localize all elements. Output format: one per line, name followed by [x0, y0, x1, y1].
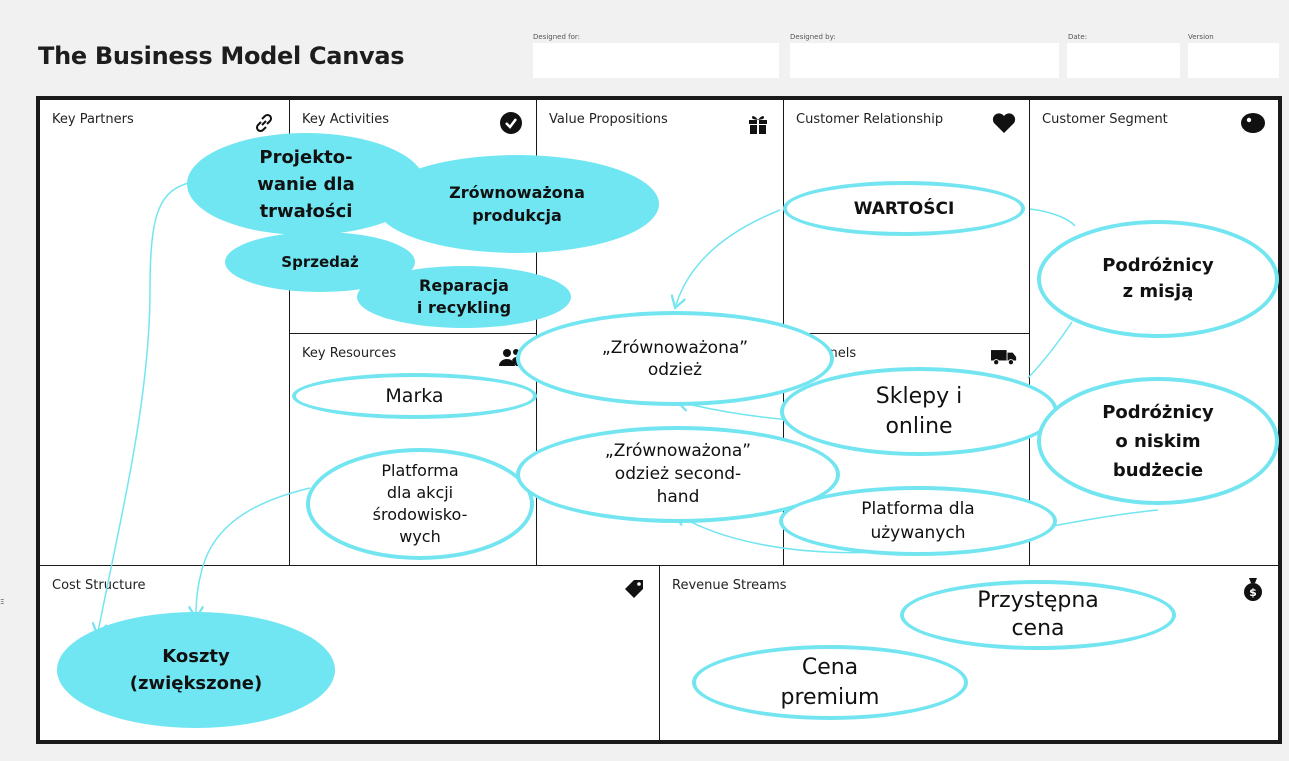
bubble-zrownowazona-odziez-second-hand: „Zrównoważona” odzież second- hand — [516, 426, 840, 523]
bubble-podroznicy-budzet: Podróżnicy o niskim budżecie — [1037, 377, 1279, 505]
svg-text:$: $ — [1249, 586, 1257, 599]
designed-for-field[interactable] — [533, 43, 779, 78]
truck-icon — [991, 344, 1017, 370]
bubble-platforma-uzywanych: Platforma dla używanych — [779, 486, 1057, 556]
bubble-zrownowazona-produkcja: Zrównoważona produkcja — [375, 155, 659, 253]
cost-structure-label: Cost Structure — [52, 578, 146, 593]
key-resources-label: Key Resources — [302, 346, 397, 361]
arrow-wartosci-to-odziez — [676, 209, 781, 305]
tag-icon — [621, 576, 647, 602]
canvas-title: The Business Model Canvas — [38, 42, 405, 70]
money-bag-icon: $ — [1240, 576, 1266, 602]
bubble-sklepy-online: Sklepy i online — [780, 367, 1058, 456]
arrow-platforma-to-koszty — [196, 487, 311, 615]
value-propositions-label: Value Propositions — [549, 112, 668, 127]
date-field[interactable] — [1067, 43, 1180, 78]
key-partners-label: Key Partners — [52, 112, 134, 127]
bubble-koszty: Koszty (zwiększone) — [57, 612, 335, 728]
revenue-streams-label: Revenue Streams — [672, 578, 787, 593]
key-activities-label: Key Activities — [302, 112, 390, 127]
bubble-zrownowazona-odziez: „Zrównoważona” odzież — [516, 311, 834, 406]
bubble-podroznicy-misja: Podróżnicy z misją — [1037, 220, 1279, 338]
link-wartosci-misja — [1029, 208, 1076, 227]
version-label: Version — [1188, 33, 1214, 41]
version-field[interactable] — [1188, 43, 1279, 78]
bubble-cena-premium: Cena premium — [692, 645, 968, 720]
link-misja-sklepy — [1027, 321, 1073, 379]
bubble-marka: Marka — [292, 373, 537, 419]
bubble-platforma-akcji: Platforma dla akcji środowisko- wych — [306, 448, 534, 560]
bubble-przystepna-cena: Przystępna cena — [900, 580, 1176, 650]
customer-segment-label: Customer Segment — [1042, 112, 1168, 127]
link-icon — [251, 110, 277, 136]
bubble-wartosci: WARTOŚCI — [783, 181, 1025, 236]
bubble-reparacja: Reparacja i recykling — [357, 266, 571, 328]
edge-mark: Ξ — [0, 598, 5, 606]
designed-by-field[interactable] — [790, 43, 1059, 78]
gift-icon — [745, 110, 771, 136]
customer-relationship-label: Customer Relationship — [796, 112, 944, 127]
check-circle-icon — [498, 110, 524, 136]
date-label: Date: — [1068, 33, 1088, 41]
designed-by-label: Designed by: — [790, 33, 836, 41]
face-icon — [1240, 110, 1266, 136]
heart-icon — [991, 110, 1017, 136]
arrow-projektowanie-to-koszty — [98, 181, 193, 632]
designed-for-label: Designed for: — [533, 33, 581, 41]
